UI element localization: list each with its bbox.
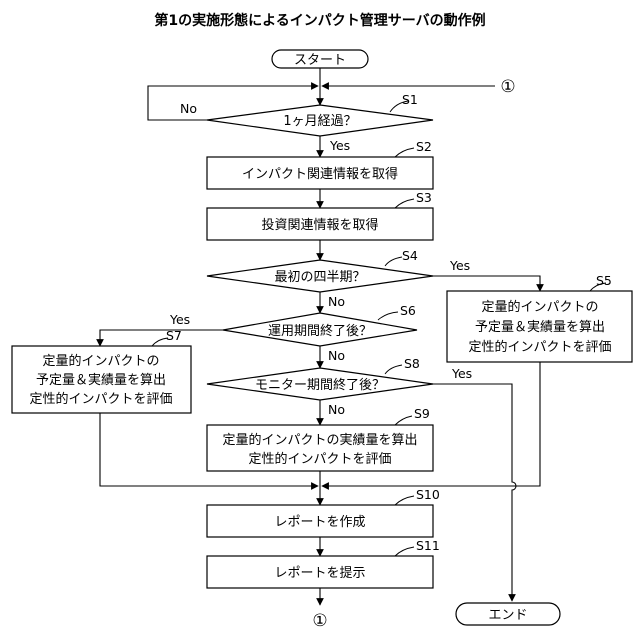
s2-text: インパクト関連情報を取得 <box>242 166 398 182</box>
s8-step-id: S8 <box>404 356 420 371</box>
s4-step-id: S4 <box>402 248 418 263</box>
decision-s8: モニター期間終了後？ <box>207 368 433 400</box>
s4-text: 最初の四半期？ <box>274 270 365 285</box>
end-label: エンド <box>488 608 527 623</box>
s1-no-label: No <box>180 101 197 116</box>
s9-step-id: S9 <box>414 406 430 421</box>
s11-text: レポートを提示 <box>274 565 365 581</box>
process-s10: レポートを作成 <box>207 505 433 537</box>
process-s7: 定量的インパクトの 予定量＆実績量を算出 定性的インパクトを評価 <box>12 346 191 413</box>
process-s11: レポートを提示 <box>207 556 433 588</box>
s7-line-1: 定量的インパクトの <box>42 353 159 369</box>
s5-step-id: S5 <box>596 273 612 288</box>
s6-no-label: No <box>328 348 345 363</box>
s1-yes-label: Yes <box>329 138 350 153</box>
s2-leader <box>395 148 414 157</box>
s4-leader <box>385 257 402 266</box>
decision-s6: 運用期間終了後？ <box>223 313 417 346</box>
s11-step-id: S11 <box>416 538 440 553</box>
s9-leader <box>395 416 412 425</box>
decision-s4: 最初の四半期？ <box>207 260 433 292</box>
s5-line-1: 定量的インパクトの <box>481 299 598 315</box>
decision-s1: 1ヶ月経過？ <box>207 105 433 136</box>
s8-leader <box>385 365 402 374</box>
s1-step-id: S1 <box>402 92 418 107</box>
process-s2: インパクト関連情報を取得 <box>207 157 433 189</box>
connector-out-symbol: ① <box>312 611 327 631</box>
s6-step-id: S6 <box>400 303 416 318</box>
process-s5: 定量的インパクトの 予定量＆実績量を算出 定性的インパクトを評価 <box>447 291 632 362</box>
s8-text: モニター期間終了後？ <box>255 377 385 393</box>
s2-step-id: S2 <box>416 139 432 154</box>
s4-yes-label: Yes <box>449 258 470 273</box>
s1-text: 1ヶ月経過？ <box>283 114 356 129</box>
s10-leader <box>395 496 414 505</box>
start-label: スタート <box>294 53 346 68</box>
s9-line-1: 定量的インパクトの実績量を算出 <box>222 432 417 448</box>
s6-yes-label: Yes <box>169 312 190 327</box>
process-s3: 投資関連情報を取得 <box>207 208 433 240</box>
s8-no-label: No <box>328 402 345 417</box>
process-s9: 定量的インパクトの実績量を算出 定性的インパクトを評価 <box>207 425 433 471</box>
s3-text: 投資関連情報を取得 <box>261 217 378 233</box>
connector-in-symbol: ① <box>500 77 515 97</box>
s5-line-3: 定性的インパクトを評価 <box>468 339 611 355</box>
s3-step-id: S3 <box>416 190 432 205</box>
start-terminal: スタート <box>272 50 368 68</box>
edge-s4-s5 <box>433 276 540 291</box>
s8-yes-label: Yes <box>451 366 472 381</box>
s10-step-id: S10 <box>416 487 440 502</box>
s3-leader <box>395 199 414 208</box>
s7-step-id: S7 <box>166 328 182 343</box>
s6-text: 運用期間終了後？ <box>268 323 372 339</box>
diagram-title: 第1の実施形態によるインパクト管理サーバの動作例 <box>154 12 485 29</box>
s10-text: レポートを作成 <box>274 515 365 530</box>
s5-line-2: 予定量＆実績量を算出 <box>475 319 605 335</box>
s11-leader <box>395 547 414 556</box>
edge-s6-s7 <box>100 330 223 346</box>
s7-line-3: 定性的インパクトを評価 <box>29 391 172 407</box>
s6-leader <box>378 312 398 320</box>
s4-no-label: No <box>328 294 345 309</box>
s7-line-2: 予定量＆実績量を算出 <box>36 372 166 388</box>
edge-s8-end <box>433 384 516 601</box>
s9-line-2: 定性的インパクトを評価 <box>248 451 391 467</box>
end-terminal: エンド <box>456 603 560 625</box>
